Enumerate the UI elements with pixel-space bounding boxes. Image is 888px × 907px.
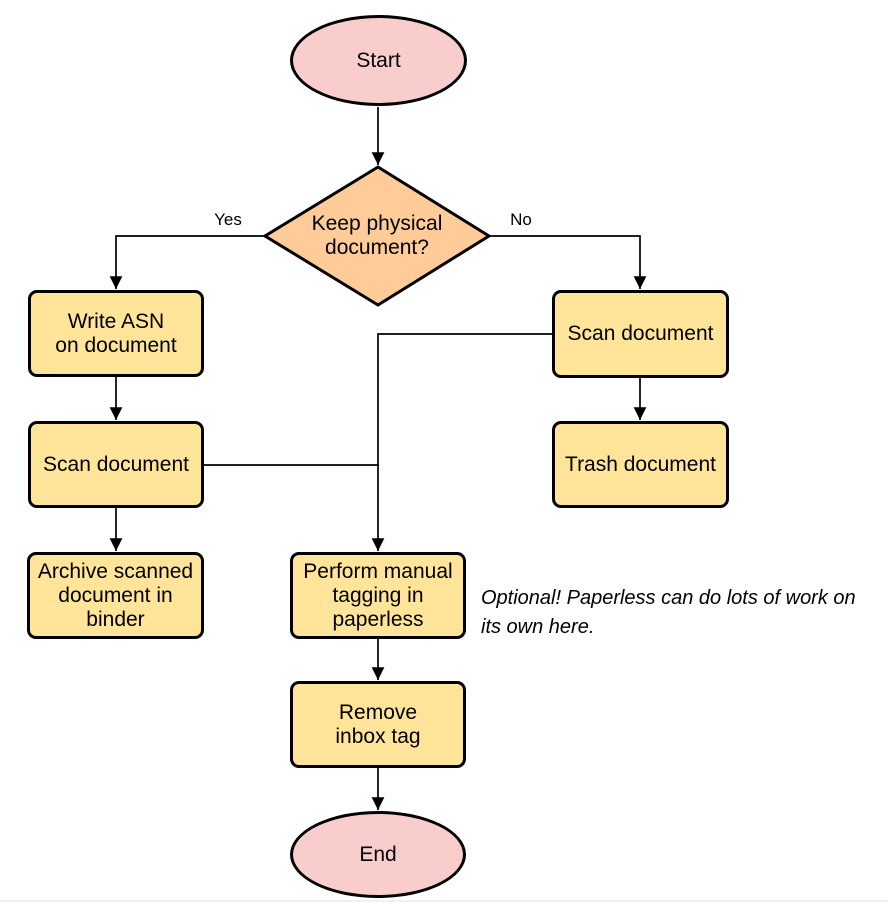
node-archive-in-binder: Archive scanned document in binder (27, 552, 204, 639)
node-write-asn: Write ASN on document (28, 290, 204, 377)
edge-label-yes: Yes (214, 210, 242, 229)
annotation-optional-note: Optional! Paperless can do lots of work … (481, 587, 856, 638)
node-remove-inbox-tag: Remove inbox tag (290, 681, 466, 768)
node-trash-document: Trash document (552, 421, 729, 508)
node-manual-tagging: Perform manual tagging in paperless (290, 552, 466, 639)
node-decision-label: Keep physical document? (311, 212, 443, 259)
edge-label-no: No (510, 210, 532, 229)
decision-diamond-shape (262, 165, 492, 307)
node-start: Start (290, 15, 467, 106)
edge-decision-yes-to-write-asn (109, 235, 266, 289)
page-bottom-divider (0, 900, 888, 902)
node-scan-document-right: Scan document (552, 290, 729, 378)
node-end: End (290, 811, 466, 898)
edge-scan-right-to-tagging (371, 333, 553, 551)
edge-decision-no-to-scan-right (488, 235, 647, 289)
node-scan-document-left: Scan document (28, 421, 204, 508)
